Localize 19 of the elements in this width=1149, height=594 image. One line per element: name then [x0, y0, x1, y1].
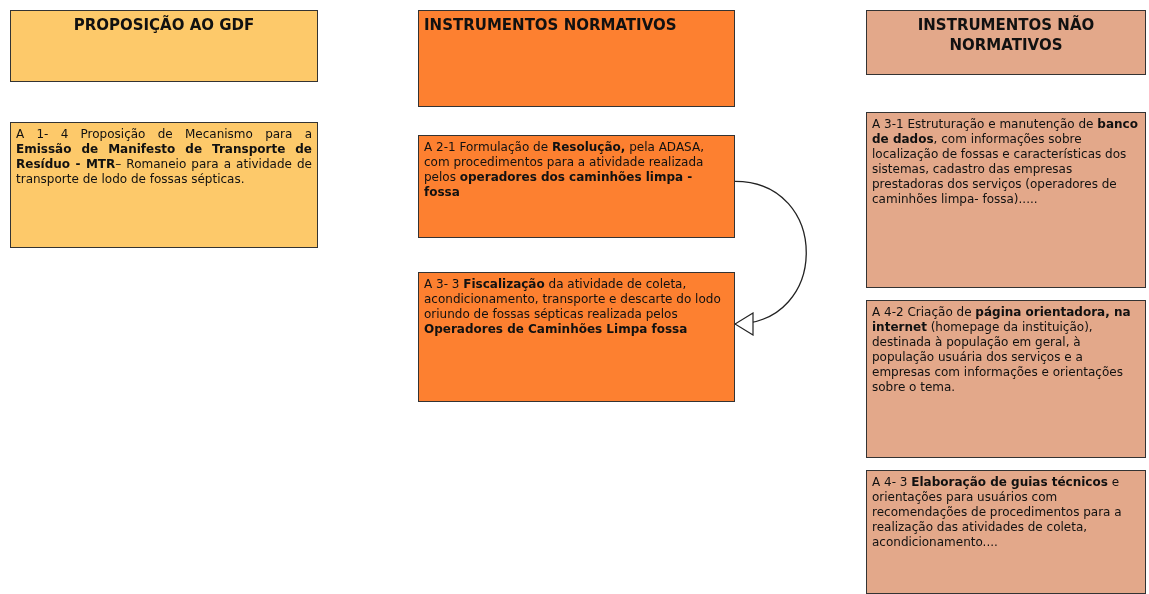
- header-text: PROPOSIÇÃO AO GDF: [72, 15, 256, 36]
- action-text: A 1- 4 Proposição de Mecanismo para a Emissão de Manifesto de Transporte de Resíduo - MTR– Romaneio para a atividade de transporte de lodo de fossas sépticas.: [16, 127, 312, 187]
- action-box: [418, 135, 735, 238]
- header-text: INSTRUMENTOS NÃO NORMATIVOS: [916, 15, 1096, 56]
- action-box: [866, 470, 1146, 594]
- header-box: [10, 10, 318, 82]
- action-box: [10, 122, 318, 248]
- action-text: A 3-1 Estruturação e manutenção de banco de dados, com informações sobre localização de fossas e características dos sistemas, cadastro das empresas prestadoras dos serviços (operadores de caminhões limpa- fossa).....: [872, 117, 1139, 207]
- action-text: A 2-1 Formulação de Resolução, pela ADASA, com procedimentos para a atividade realizada pelos operadores dos caminhões limpa - fossa: [424, 140, 705, 200]
- header-box: [866, 10, 1146, 75]
- action-box: [418, 272, 735, 402]
- action-text: A 4- 3 Elaboração de guias técnicos e orientações para usuários com recomendações de procedimentos para a realização das atividades de coleta, acondicionamento....: [872, 475, 1123, 550]
- action-text: A 3- 3 Fiscalização da atividade de coleta, acondicionamento, transporte e descarte do lodo oriundo de fossas sépticas realizada pelos Operadores de Caminhões Limpa fossa: [424, 277, 722, 337]
- action-text: A 4-2 Criação de página orientadora, na internet (homepage da instituição), destinada à população em geral, à população usuária dos serviços e a empresas com informações e orientações sobre o tema.: [872, 305, 1132, 395]
- curved-arrow: [734, 180, 807, 334]
- header-text: INSTRUMENTOS NORMATIVOS: [424, 15, 678, 36]
- header-box: [418, 10, 735, 107]
- action-box: [866, 300, 1146, 458]
- action-box: [866, 112, 1146, 288]
